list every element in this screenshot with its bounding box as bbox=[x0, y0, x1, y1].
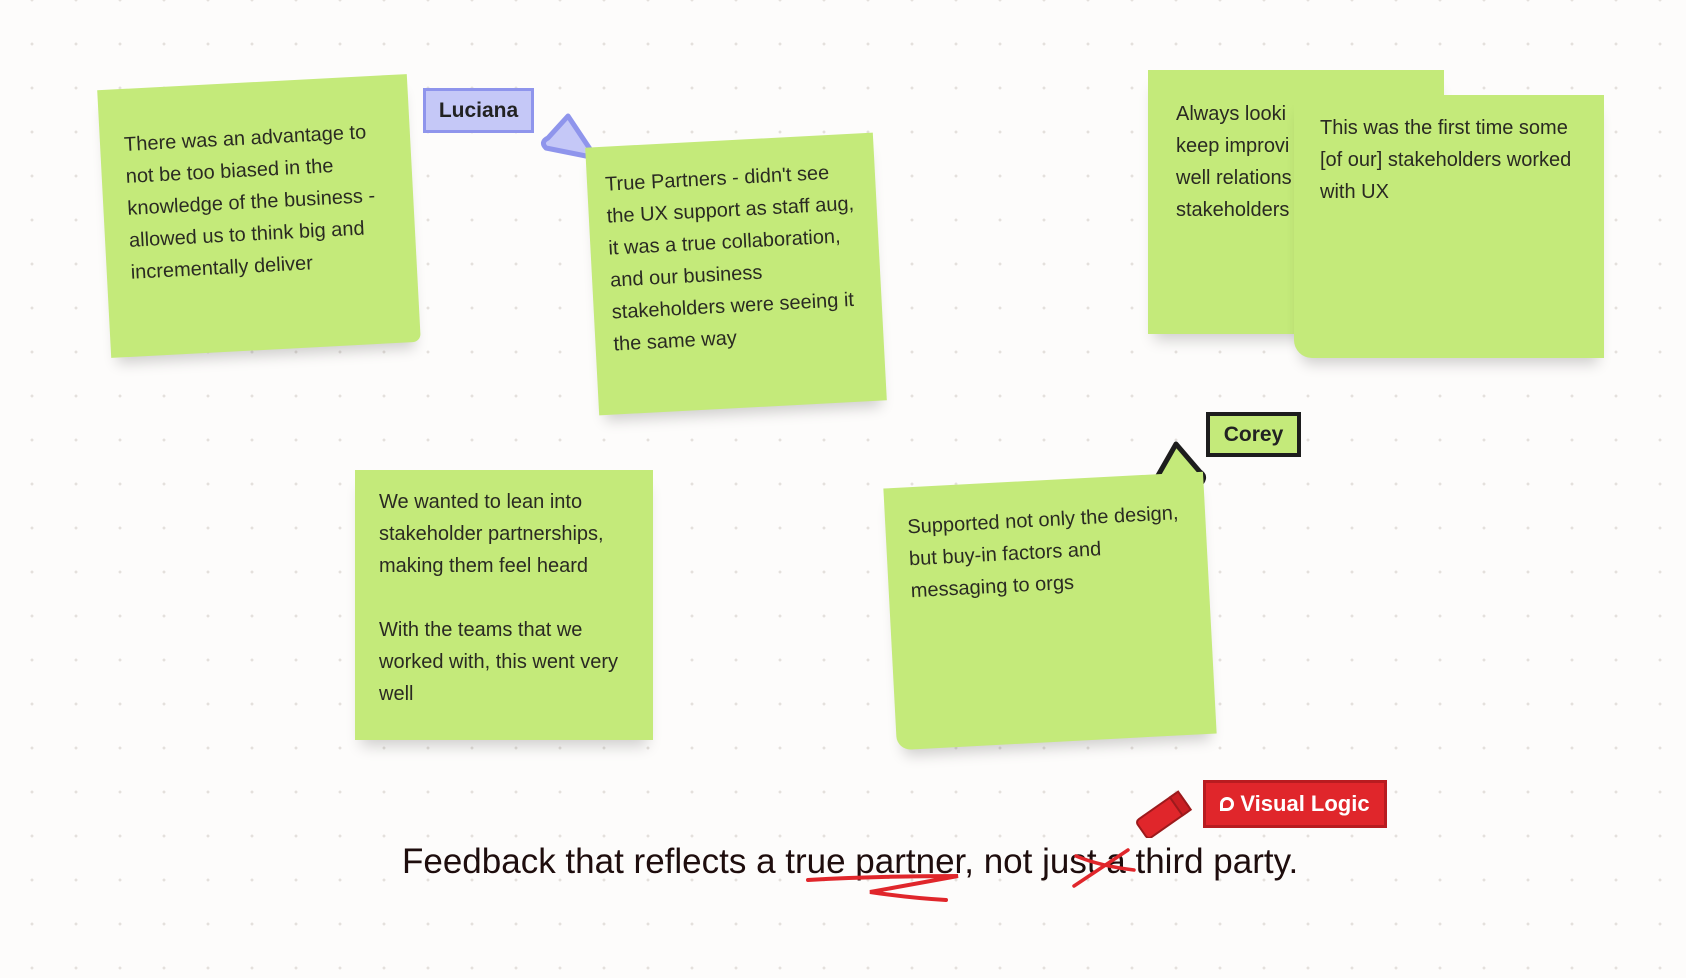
note-text: Always looki keep improvi well relations… bbox=[1176, 103, 1292, 221]
cursor-arrow-icon bbox=[540, 113, 599, 161]
caption-text: a third party. bbox=[1096, 842, 1299, 881]
note-text: True Partners - didn't see the UX suppor… bbox=[604, 162, 855, 356]
note-text: There was an advantage to not be too bia… bbox=[123, 121, 376, 284]
logo-icon bbox=[1220, 797, 1235, 811]
brand-badge[interactable]: Visual Logic bbox=[1203, 780, 1387, 828]
note-text: Supported not only the design, but buy-i… bbox=[906, 502, 1179, 603]
cursor-label-corey: Corey bbox=[1206, 412, 1301, 457]
cursor-label-luciana: Luciana bbox=[423, 88, 534, 133]
marker-pen-icon bbox=[1136, 790, 1193, 838]
sticky-note[interactable]: We wanted to lean into stakeholder partn… bbox=[355, 470, 653, 740]
caption-text: , not bbox=[964, 842, 1043, 881]
sticky-note[interactable]: True Partners - didn't see the UX suppor… bbox=[585, 132, 887, 416]
sticky-note[interactable]: This was the first time some [of our] st… bbox=[1294, 95, 1604, 358]
brand-label: Visual Logic bbox=[1240, 791, 1370, 816]
sticky-note[interactable]: There was an advantage to not be too bia… bbox=[97, 74, 421, 358]
sticky-note[interactable]: Supported not only the design, but buy-i… bbox=[883, 471, 1217, 751]
strike-mark bbox=[1072, 848, 1136, 888]
note-text: This was the first time some [of our] st… bbox=[1320, 117, 1572, 203]
note-text: We wanted to lean into stakeholder partn… bbox=[379, 491, 618, 705]
caption-text: Feedback that reflects a bbox=[402, 842, 786, 881]
scribble-underline bbox=[806, 874, 959, 902]
